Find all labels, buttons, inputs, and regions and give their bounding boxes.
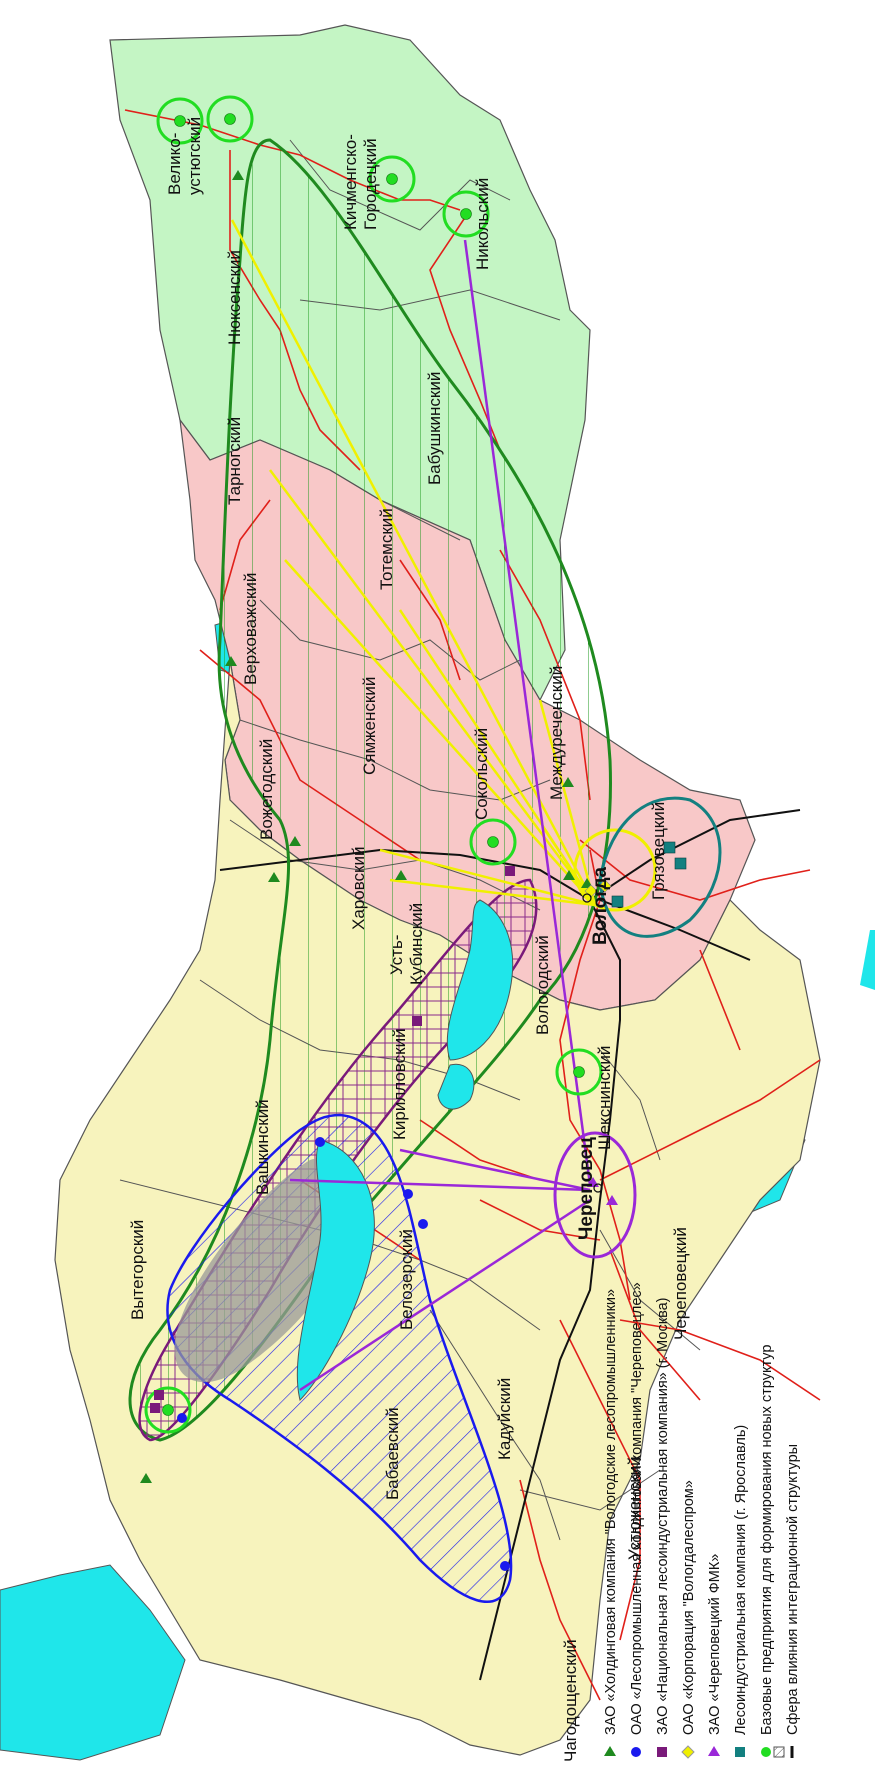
legend-label: ЗАО «Национальная лесоиндустриальная ком… [655, 1297, 671, 1735]
legend-label: ЗАО «Череповецкий ФМК» [707, 1554, 723, 1735]
legend-symbol-square [735, 1747, 745, 1757]
label-verkhovazhsky: Верховажский [241, 573, 260, 685]
markers-nlk [150, 866, 515, 1413]
label-kaduysky: Кадуйский [495, 1378, 514, 1460]
label-vytegorsky: Вытегорский [128, 1220, 147, 1320]
markers-yaroslavl [611, 841, 687, 908]
label-kharovsky: Харовский [349, 847, 368, 930]
label-kichmengsko-gorodetsky: Кичменгско-Городецкий [341, 134, 380, 230]
legend-symbol-line [790, 1746, 794, 1758]
markers-holding-vlp [140, 170, 593, 1483]
label-sheksninsky: Шекснинский [595, 1046, 614, 1150]
legend-item: ЗАО «Холдинговая компания "Вологодские л… [603, 1289, 619, 1756]
label-mezhdurechensky: Междуреченский [547, 666, 566, 800]
legend-label: Базовые предприятия для формирования нов… [759, 1345, 775, 1735]
legend-label: ОАО «Лесопромышленная холдинговая компан… [629, 1282, 645, 1735]
label-sokolsky: Сокольский [472, 728, 491, 820]
legend-label: Сфера влияния интеграционной структуры [785, 1444, 801, 1735]
legend-symbol-diamond [681, 1745, 695, 1759]
legend-item: ОАО «Корпорация "Вологдалеспром» [681, 1480, 697, 1759]
legend-symbol-square [657, 1747, 667, 1757]
label-vologda: Вологда [590, 866, 611, 945]
legend-symbol-circle [761, 1747, 771, 1757]
sphere-cherepovetsles [166, 1113, 513, 1603]
legend-item: Базовые предприятия для формирования нов… [759, 1345, 775, 1757]
legend-label: ОАО «Корпорация "Вологдалеспром» [681, 1480, 697, 1735]
legend-item: Лесоиндустриальная компания (г. Ярославл… [733, 1425, 749, 1757]
legend-symbol-circle [631, 1747, 641, 1757]
cherepovets-fmk-links [289, 239, 592, 1392]
legend-item: Сфера влияния интеграционной структуры [785, 1444, 801, 1758]
influence-rings [144, 95, 722, 1434]
label-nyuksensky: Нюксенский [225, 250, 244, 345]
legend-item: ЗАО «Череповецкий ФМК» [707, 1554, 723, 1756]
label-ustyuzhensky: Устюженский [625, 1456, 644, 1560]
label-velikoustyugsky: Велико-устюгский [165, 117, 204, 195]
label-nikolsky: Никольский [473, 178, 492, 270]
label-cherepovetsky: Череповецкий [671, 1227, 690, 1340]
district-labels: Велико-устюгский Кичменгско-Городецкий Н… [128, 117, 690, 1762]
legend-item: ЗАО «Национальная лесоиндустриальная ком… [655, 1297, 671, 1757]
label-babushkinsky: Бабушкинский [425, 372, 444, 485]
markers-new-structures [162, 113, 585, 1416]
label-chagodoshchensky: Чагодощенский [561, 1639, 580, 1762]
city-labels: Череповец Вологда [576, 866, 611, 1240]
label-tarnogsky: Тарногский [225, 417, 244, 505]
vologdalesprom-links [230, 219, 597, 907]
legend-symbol-triangle [604, 1746, 616, 1756]
label-ust-kubinsky: Усть-Кубинский [387, 903, 426, 985]
legend-hatch-swatch [773, 1746, 785, 1758]
label-vozhegodsky: Вожегодский [257, 739, 276, 840]
label-kirillovsky: Кирилловский [390, 1028, 409, 1140]
label-vashkinsky: Вашкинский [253, 1099, 272, 1195]
legend: ЗАО «Холдинговая компания "Вологодские л… [603, 1282, 801, 1759]
label-vologodsky: Вологодский [533, 935, 552, 1035]
legend-item: ОАО «Лесопромышленная холдинговая компан… [629, 1282, 645, 1757]
legend-label: Лесоиндустриальная компания (г. Ярославл… [733, 1425, 749, 1735]
legend-symbol-triangle [708, 1746, 720, 1756]
label-babaevsky: Бабаевский [383, 1407, 402, 1500]
label-syamzhensky: Сямженский [360, 677, 379, 775]
markers-cherepovetsles [177, 1137, 510, 1571]
city-markers [582, 893, 603, 1193]
label-cherepovets: Череповец [576, 1137, 597, 1240]
label-totemsky: Тотемский [377, 508, 396, 590]
label-gryazovetsky: Грязовецкий [649, 802, 668, 900]
lakes [296, 899, 514, 1401]
legend-label: ЗАО «Холдинговая компания "Вологодские л… [603, 1289, 619, 1735]
label-belozersky: Белозерский [397, 1229, 416, 1330]
